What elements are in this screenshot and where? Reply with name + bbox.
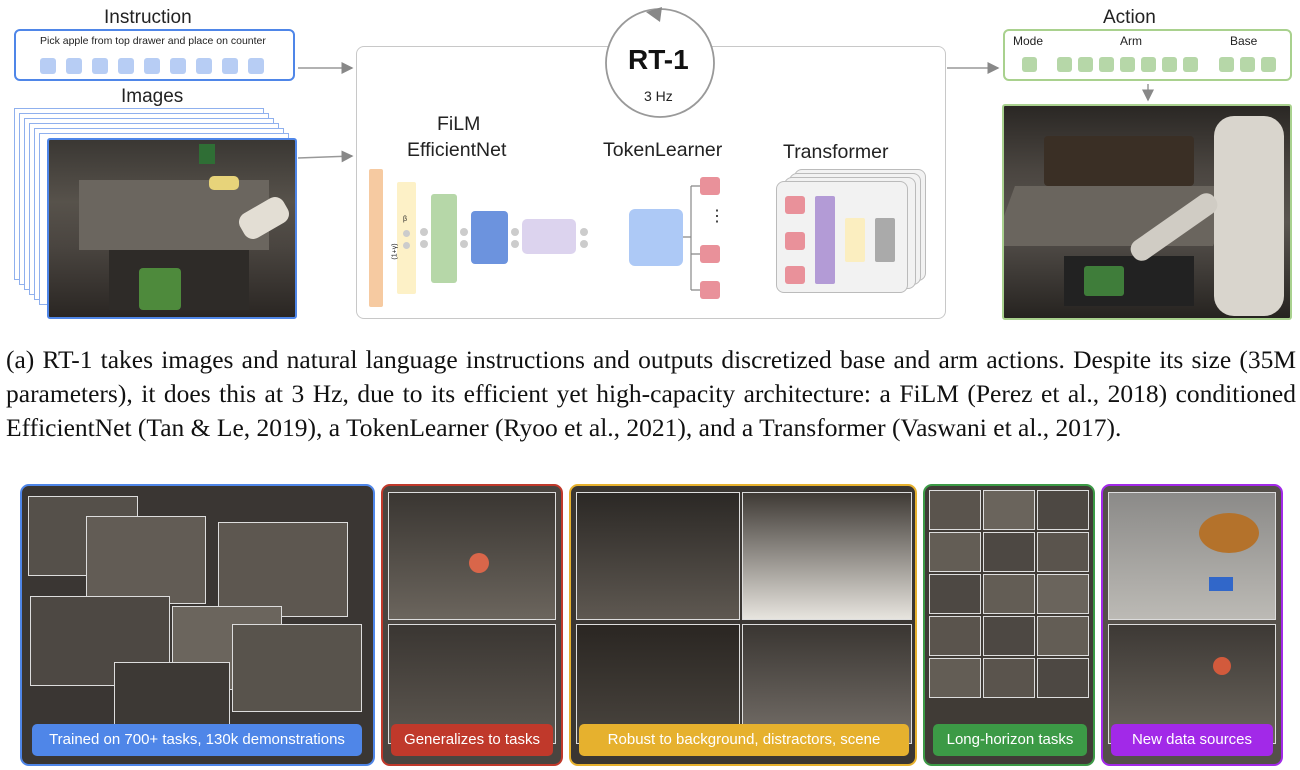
action-box: Mode Arm Base [1003, 29, 1292, 81]
action-arm-label: Arm [1120, 34, 1142, 48]
images-label: Images [121, 86, 184, 107]
token-2 [700, 245, 720, 263]
model-rate: 3 Hz [644, 88, 673, 104]
tokenlearner-label: TokenLearner [603, 139, 723, 161]
instruction-text: Pick apple from top drawer and place on … [40, 35, 266, 47]
instruction-label: Instruction [104, 7, 192, 28]
film-layer-1: (1+γ) β [392, 182, 416, 294]
panel-long-horizon: Long-horizon tasks [923, 484, 1095, 766]
tokenlearner-branches [683, 185, 701, 291]
robot-action-image [1002, 104, 1292, 320]
panel-robustness: Robust to background, distractors, scene [569, 484, 917, 766]
panel-label-generalizes: Generalizes to tasks [391, 724, 553, 756]
tokenlearner-block [629, 209, 683, 266]
efficientnet-label: EfficientNet [407, 139, 507, 161]
rt1-loop-icon [605, 7, 715, 118]
panel-generalization: Generalizes to tasks [381, 484, 563, 766]
token-3 [700, 281, 720, 299]
figure-caption: (a) RT-1 takes images and natural langua… [6, 345, 1296, 442]
transformer-label: Transformer [783, 141, 889, 163]
action-mode-label: Mode [1013, 34, 1044, 48]
film-layer-4 [522, 219, 576, 254]
panel-label-new-data: New data sources [1111, 724, 1273, 756]
panel-training-data: Trained on 700+ tasks, 130k demonstratio… [20, 484, 375, 766]
panel-label-robust: Robust to background, distractors, scene [579, 724, 909, 756]
film-layer-2 [431, 194, 457, 283]
instruction-box: Pick apple from top drawer and place on … [14, 29, 295, 81]
film-layer-3 [471, 211, 508, 264]
action-label: Action [1103, 7, 1156, 28]
transformer-stack [776, 169, 930, 293]
instruction-tokens [40, 58, 280, 74]
film-label: FiLM [437, 113, 481, 135]
robot-camera-image [47, 138, 297, 319]
panel-new-data: New data sources [1101, 484, 1283, 766]
flow-arrows [297, 62, 1154, 163]
action-base-label: Base [1230, 34, 1258, 48]
panel-label-training: Trained on 700+ tasks, 130k demonstratio… [32, 724, 362, 756]
panel-label-long-horizon: Long-horizon tasks [933, 724, 1087, 756]
token-ellipsis: ⋮ [709, 208, 725, 225]
token-1 [700, 177, 720, 195]
image-stack [14, 108, 304, 323]
model-name: RT-1 [628, 44, 689, 75]
film-input-bar [369, 169, 383, 307]
